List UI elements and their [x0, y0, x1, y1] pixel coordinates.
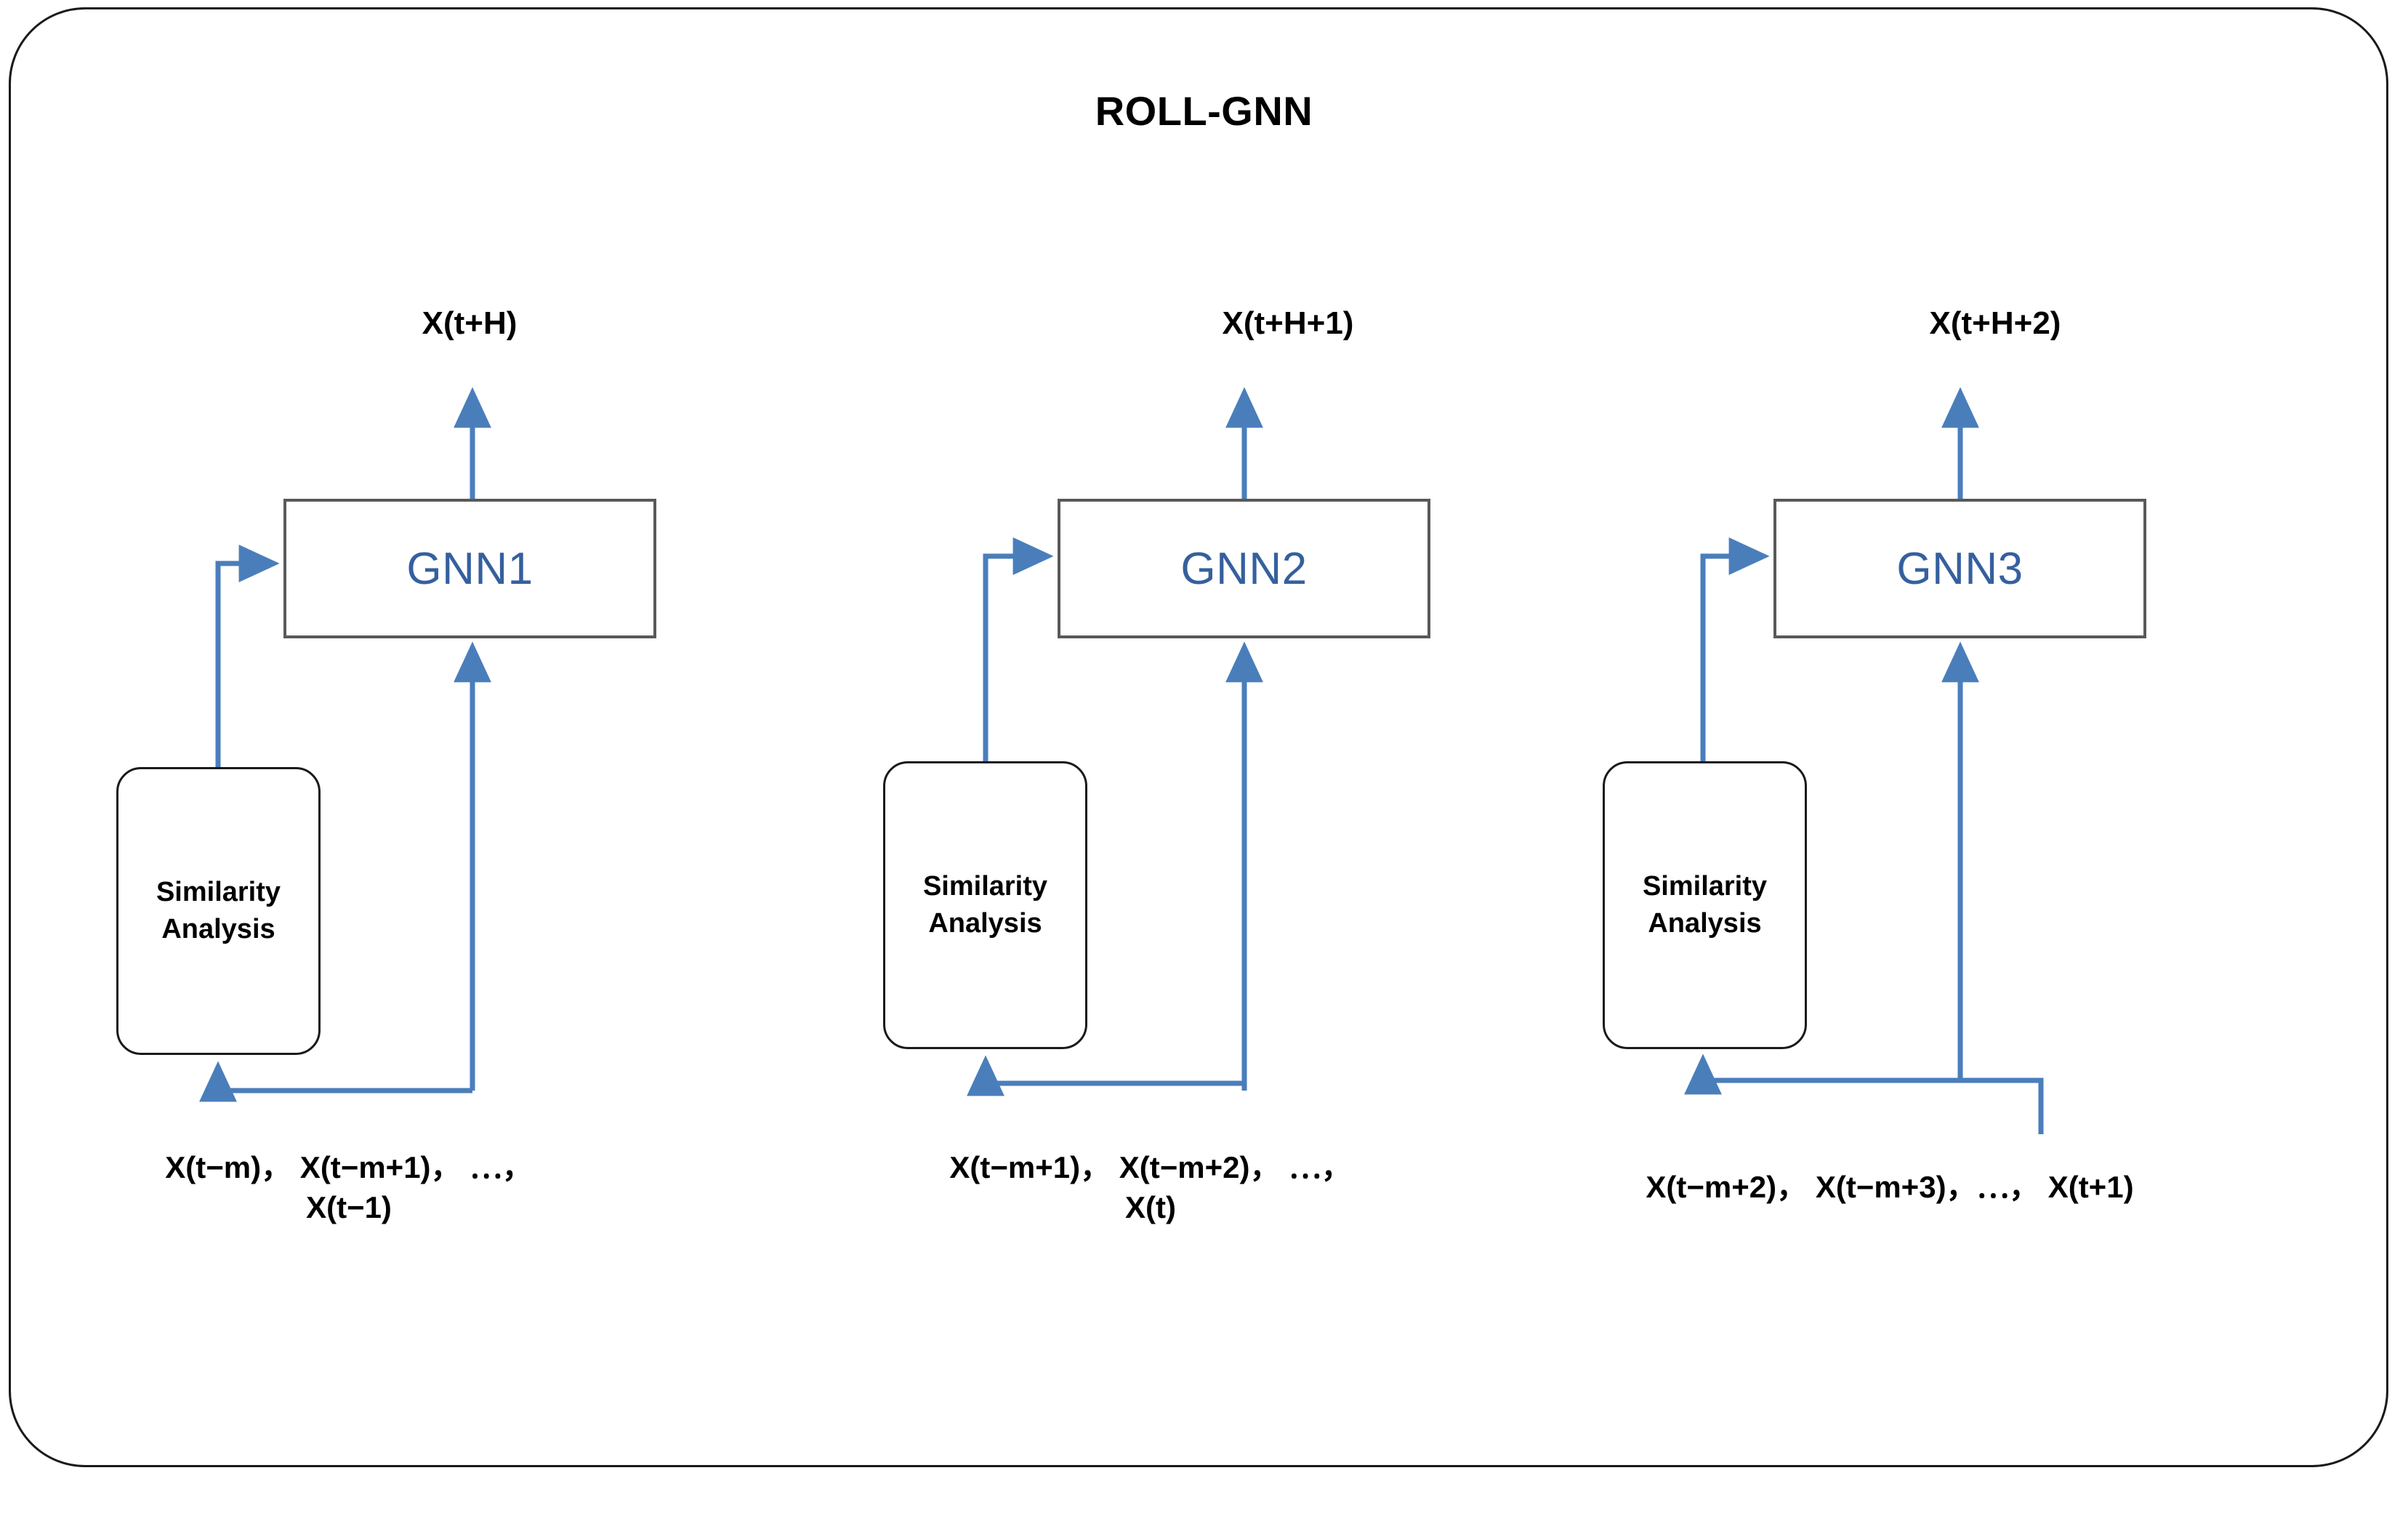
similarity-to-gnn-arrow — [983, 537, 1054, 761]
similarity-analysis-box-3[interactable]: Similarity Analysis — [1603, 761, 1807, 1049]
similarity-analysis-line-1: Similarity — [156, 876, 281, 907]
input-label-line-2: X(t−1) — [306, 1190, 392, 1225]
input-label-line-2: X(t) — [1125, 1190, 1176, 1225]
similarity-to-gnn-arrow — [1700, 537, 1770, 761]
input-label-line-1: X(t−m+1)， X(t−m+2)， ⋯， — [949, 1150, 1352, 1184]
pipeline-group-3: X(t+H+2) GNN3 Similarity Analysis X(t−m+… — [1490, 0, 2290, 1513]
connector-lines-group-1 — [199, 387, 491, 1102]
outer-frame — [9, 7, 2388, 1467]
pipeline-group-2: X(t+H+1) GNN2 Similarity Analysis X(t−m+… — [773, 0, 1572, 1513]
similarity-to-gnn-arrow — [215, 545, 280, 767]
gnn-box-label: GNN3 — [1896, 543, 2024, 594]
similarity-analysis-line-2: Analysis — [161, 914, 275, 944]
similarity-analysis-box-1[interactable]: Similarity Analysis — [116, 767, 321, 1055]
input-to-similarity-arrow — [199, 1061, 472, 1102]
output-label: X(t+H+1) — [1222, 305, 1354, 341]
similarity-analysis-box-2[interactable]: Similarity Analysis — [883, 761, 1087, 1049]
pipeline-group-1: X(t+H) GNN1 Similarity Analysis X(t−m)， … — [0, 0, 800, 1513]
input-to-similarity-arrow — [967, 1055, 1244, 1096]
gnn-box-2[interactable]: GNN2 — [1058, 499, 1430, 638]
similarity-analysis-label: Similarity Analysis — [156, 874, 281, 949]
page-title: ROLL-GNN — [1095, 88, 1313, 134]
input-label-1: X(t−m)， X(t−m+1)， ⋯， X(t−1) — [73, 1147, 625, 1228]
input-label-3: X(t−m+2)， X(t−m+3)，⋯， X(t+1) — [1497, 1167, 2282, 1207]
input-label-line-1: X(t−m)， X(t−m+1)， ⋯， — [165, 1150, 533, 1184]
similarity-analysis-line-2: Analysis — [1648, 908, 1762, 939]
gnn-box-1[interactable]: GNN1 — [283, 499, 656, 638]
output-label: X(t+H+2) — [1929, 305, 2061, 341]
gnn-box-3[interactable]: GNN3 — [1773, 499, 2146, 638]
output-label: X(t+H) — [422, 305, 518, 341]
similarity-analysis-line-1: Similarity — [1642, 870, 1768, 902]
input-label-line-1: X(t−m+2)， X(t−m+3)，⋯， X(t+1) — [1646, 1170, 2134, 1204]
connector-lines-group-3 — [1684, 387, 2044, 1134]
similarity-analysis-line-2: Analysis — [928, 908, 1042, 939]
similarity-analysis-label: Similarity Analysis — [923, 868, 1047, 943]
connector-lines-group-2 — [967, 387, 1263, 1096]
similarity-analysis-label: Similarity Analysis — [1643, 868, 1767, 943]
gnn-box-label: GNN2 — [1180, 543, 1308, 594]
similarity-analysis-line-1: Similarity — [922, 870, 1048, 902]
input-to-similarity-arrow — [1684, 1054, 2044, 1134]
gnn-box-label: GNN1 — [406, 543, 533, 594]
input-label-2: X(t−m+1)， X(t−m+2)， ⋯， X(t) — [853, 1147, 1449, 1228]
